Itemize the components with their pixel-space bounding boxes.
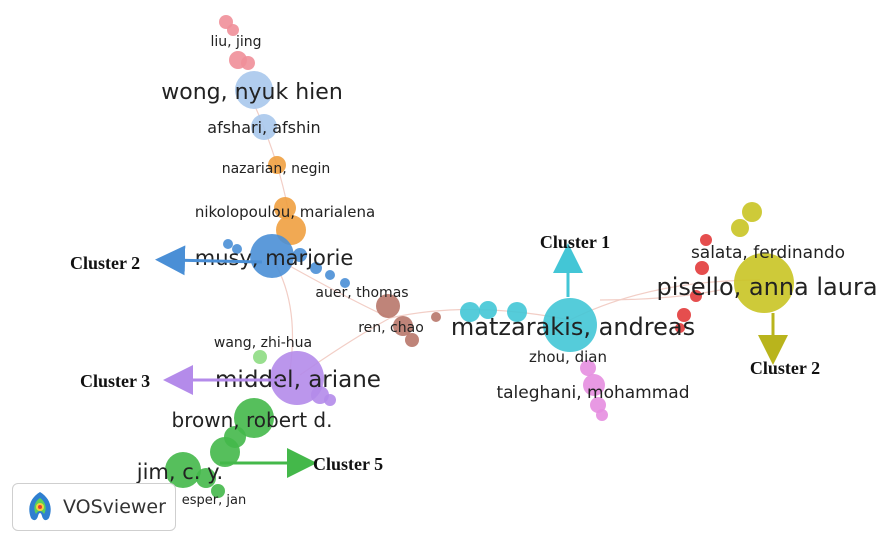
node[interactable] bbox=[232, 244, 242, 254]
label-salata: salata, ferdinando bbox=[691, 243, 845, 263]
label-jim: jim, c. y. bbox=[136, 460, 223, 484]
node[interactable] bbox=[742, 202, 762, 222]
cluster-annotations: Cluster 1 Cluster 2 Cluster 3 Cluster 5 … bbox=[70, 232, 820, 474]
node[interactable] bbox=[580, 360, 596, 376]
node[interactable] bbox=[235, 71, 273, 109]
cluster3-label: Cluster 3 bbox=[80, 371, 150, 391]
node[interactable] bbox=[211, 484, 225, 498]
label-nazarian: nazarian, negin bbox=[222, 161, 331, 177]
node[interactable] bbox=[734, 253, 794, 313]
label-pisello: pisello, anna laura bbox=[656, 273, 877, 301]
magenta-cluster bbox=[580, 360, 608, 421]
label-wang: wang, zhi-hua bbox=[214, 335, 312, 351]
cluster-arrows bbox=[155, 243, 788, 478]
node[interactable] bbox=[223, 239, 233, 249]
label-wong: wong, nyuk hien bbox=[161, 80, 343, 105]
brown-cluster bbox=[376, 294, 441, 347]
node[interactable] bbox=[583, 374, 605, 396]
node[interactable] bbox=[393, 316, 413, 336]
label-musy: musy, marjorie bbox=[195, 246, 354, 270]
label-auer: auer, thomas bbox=[315, 285, 408, 301]
node[interactable] bbox=[700, 234, 712, 246]
pink-cluster bbox=[219, 15, 255, 70]
blue-cluster bbox=[223, 234, 350, 288]
node[interactable] bbox=[431, 312, 441, 322]
node[interactable] bbox=[543, 298, 597, 352]
label-brown: brown, robert d. bbox=[172, 408, 333, 432]
node[interactable] bbox=[251, 114, 277, 140]
node-labels: liu, jing wong, nyuk hien afshari, afshi… bbox=[136, 34, 878, 508]
node[interactable] bbox=[690, 290, 702, 302]
node[interactable] bbox=[268, 156, 286, 174]
lightblue-cluster bbox=[235, 71, 277, 140]
node[interactable] bbox=[196, 468, 216, 488]
vosviewer-badge[interactable]: VOSviewer bbox=[12, 483, 176, 531]
label-esper: esper, jan bbox=[182, 493, 246, 508]
node[interactable] bbox=[293, 248, 307, 262]
node[interactable] bbox=[695, 261, 709, 275]
node[interactable] bbox=[274, 197, 296, 219]
node[interactable] bbox=[731, 219, 749, 237]
node[interactable] bbox=[270, 351, 324, 405]
vosviewer-label: VOSviewer bbox=[63, 496, 166, 518]
vosviewer-logo-icon bbox=[29, 492, 51, 521]
cluster1-label: Cluster 1 bbox=[540, 232, 610, 252]
label-zhou: zhou, dian bbox=[529, 348, 607, 366]
node[interactable] bbox=[310, 262, 322, 274]
node[interactable] bbox=[241, 56, 255, 70]
arrow-cluster2-left bbox=[155, 245, 263, 276]
cluster2-right-label: Cluster 2 bbox=[750, 358, 820, 378]
node[interactable] bbox=[376, 294, 400, 318]
node[interactable] bbox=[596, 409, 608, 421]
node[interactable] bbox=[253, 350, 267, 364]
label-ren: ren, chao bbox=[358, 320, 424, 336]
purple-cluster bbox=[270, 351, 336, 406]
node[interactable] bbox=[165, 452, 201, 488]
node[interactable] bbox=[340, 278, 350, 288]
node[interactable] bbox=[210, 437, 240, 467]
node[interactable] bbox=[460, 302, 480, 322]
node[interactable] bbox=[479, 301, 497, 319]
node[interactable] bbox=[507, 302, 527, 322]
link bbox=[599, 289, 721, 301]
red-cluster bbox=[675, 234, 712, 333]
node[interactable] bbox=[677, 308, 691, 322]
cluster5-label: Cluster 5 bbox=[313, 454, 383, 474]
olive-cluster bbox=[731, 202, 794, 313]
lightgreen-cluster bbox=[253, 350, 267, 364]
node[interactable] bbox=[325, 270, 335, 280]
label-afshari: afshari, afshin bbox=[207, 118, 320, 137]
label-liu: liu, jing bbox=[210, 34, 261, 50]
green-cluster bbox=[165, 398, 274, 498]
cluster2-left-label: Cluster 2 bbox=[70, 253, 140, 273]
node[interactable] bbox=[227, 24, 239, 36]
node[interactable] bbox=[234, 398, 274, 438]
node[interactable] bbox=[324, 394, 336, 406]
label-matzarakis: matzarakis, andreas bbox=[451, 313, 695, 341]
cyan-cluster bbox=[460, 298, 597, 352]
label-nikolopoulou: nikolopoulou, marialena bbox=[195, 203, 375, 221]
node[interactable] bbox=[250, 234, 294, 278]
node[interactable] bbox=[675, 323, 685, 333]
node[interactable] bbox=[405, 333, 419, 347]
label-taleghani: taleghani, mohammad bbox=[496, 383, 689, 403]
